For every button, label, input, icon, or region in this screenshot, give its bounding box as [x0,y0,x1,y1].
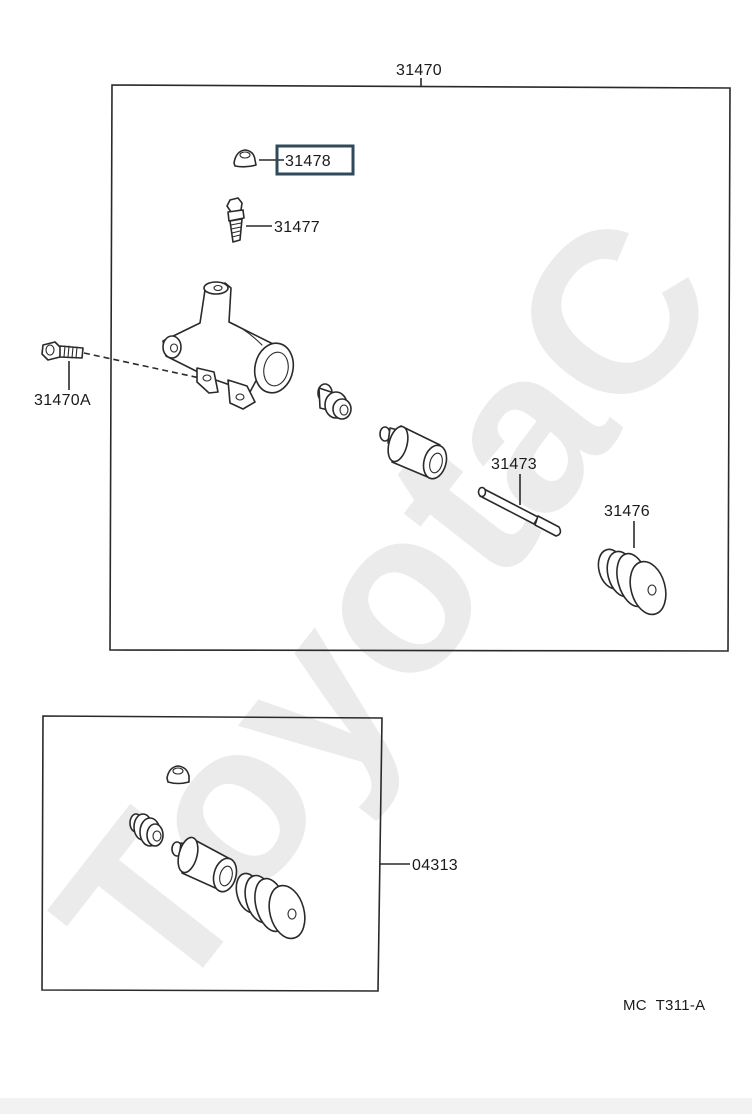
kit-box [41,715,383,992]
small-boot-icon [317,383,352,420]
part-label-31478[interactable]: 31478 [285,153,331,170]
kit-part-number[interactable]: 04313 [412,857,458,874]
assembly-box [109,78,731,652]
kit-large-boot-icon [235,872,306,940]
part-label-31473[interactable]: 31473 [491,456,537,473]
part-label-31476[interactable]: 31476 [604,503,650,520]
piston-icon [379,425,448,480]
footer-strip [0,1098,752,1114]
part-label-31477[interactable]: 31477 [274,219,320,236]
highlight-box [275,144,355,176]
kit-small-boot-icon [129,813,164,847]
kit-piston-icon [171,836,238,893]
kit-cap-icon [166,765,190,785]
part-label-31470A[interactable]: 31470A [34,392,91,409]
diagram-code: MC T311-A [623,997,705,1014]
push-rod-icon [477,486,562,537]
bolt-icon [41,341,84,361]
bleeder-plug-icon [226,197,245,243]
cylinder-body-icon [162,281,295,410]
large-boot-icon [597,548,667,616]
assembly-part-number[interactable]: 31470 [396,62,442,79]
bleeder-cap-icon [233,149,257,168]
